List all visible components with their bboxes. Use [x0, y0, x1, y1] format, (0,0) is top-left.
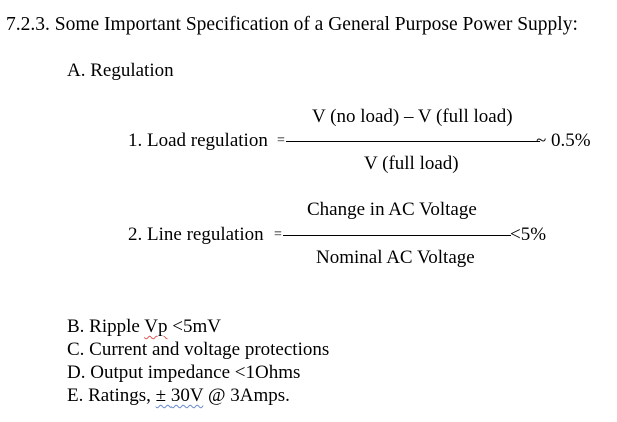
item-ripple: B. Ripple Vp <5mV	[67, 316, 221, 338]
item-ripple-variable: Vp	[144, 316, 168, 337]
load-equals-sign: =	[277, 133, 285, 148]
item-ripple-prefix: B. Ripple	[67, 316, 145, 337]
item-ratings-voltage: 30V	[170, 385, 204, 406]
load-regulation-numerator: V (no load) – V (full load)	[312, 106, 513, 127]
item-protections: C. Current and voltage protections	[67, 339, 330, 360]
section-a-title: A. Regulation	[67, 60, 174, 81]
section-heading: 7.2.3. Some Important Specification of a…	[6, 14, 578, 35]
line-regulation-label: 2. Line regulation	[128, 224, 264, 245]
item-ratings-prefix: E. Ratings,	[67, 385, 156, 406]
item-output-impedance: D. Output impedance <1Ohms	[67, 362, 301, 383]
load-regulation-label: 1. Load regulation	[128, 130, 268, 151]
line-regulation-numerator: Change in AC Voltage	[307, 199, 477, 220]
line-equals-sign: =	[274, 227, 282, 242]
load-regulation-denominator: V (full load)	[364, 153, 459, 174]
line-regulation-denominator: Nominal AC Voltage	[316, 247, 475, 268]
load-fraction-bar	[286, 141, 540, 142]
item-ratings-plusminus: ±	[155, 385, 171, 406]
item-ripple-suffix: <5mV	[167, 316, 221, 337]
item-ratings: E. Ratings, ± 30V @ 3Amps.	[67, 385, 290, 407]
item-ratings-suffix: @ 3Amps.	[203, 385, 290, 406]
load-regulation-result: ~ 0.5%	[536, 130, 591, 151]
line-fraction-bar	[283, 235, 511, 236]
line-regulation-result: <5%	[510, 224, 547, 245]
